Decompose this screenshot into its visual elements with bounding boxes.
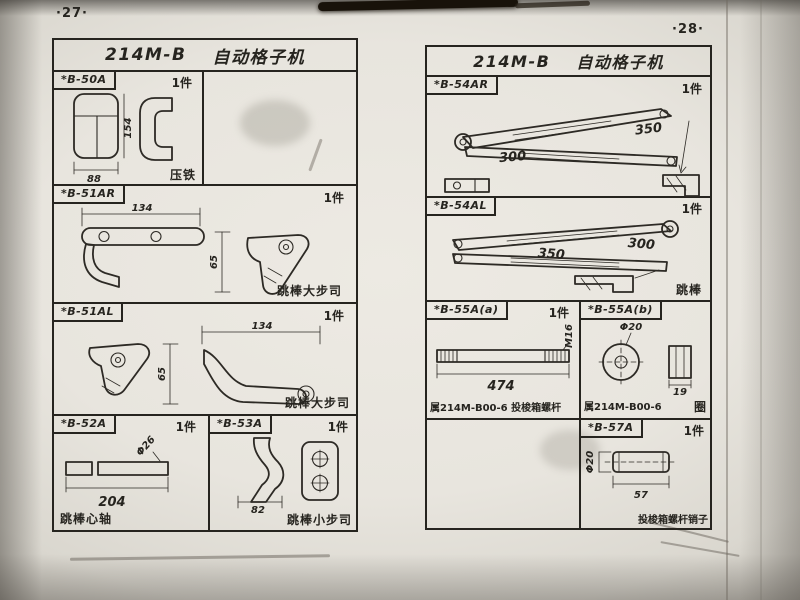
caption-b50a: 压铁 [169,168,196,182]
row-b50a: *B-50A 1件 88 154 压铁 [54,72,356,186]
dim-label: Φ20 [585,451,596,473]
part-number-b54al: *B-54AL [427,198,497,216]
caption-b52a: 跳棒心轴 [60,512,113,526]
qty-b53a: 1件 [327,420,348,434]
drawing-b51ar: 134 65 [81,203,310,295]
page-number-right: ·28· [672,22,704,37]
page-28-title: 214M-B 自动格子机 [427,47,710,77]
drawing-b54al: 350 300 [452,220,679,293]
dim-label: Φ26 [135,434,158,458]
cell-b57a: *B-57A 1件 Φ20 57 投梭箱螺杆销子 [581,420,710,528]
qty-b52a: 1件 [175,420,196,434]
qty-b57a: 1件 [683,424,704,438]
part-number-b55ab: *B-55A(b) [581,302,662,320]
dim-label: 350 [537,246,565,263]
part-number-b53a: *B-53A [210,416,272,434]
qty-b51al: 1件 [323,309,344,323]
page-number-left: ·27· [56,6,88,21]
cell-b52a: *B-52A 1件 204 Φ26 跳棒心轴 [54,416,210,530]
cell-b55aa: *B-55A(a) 1件 474 M16 [427,302,581,418]
page-28: 214M-B 自动格子机 *B-54AR 1件 300 350 [425,45,712,530]
dim-label: 82 [251,505,265,516]
caption-b54al: 跳棒 [675,283,702,297]
caption-b55ab-2: 圈 [693,400,707,414]
title-name: 自动格子机 [576,53,664,72]
part-number-b52a: *B-52A [54,416,116,434]
part-number-b57a: *B-57A [581,420,643,438]
qty-b50a: 1件 [171,76,192,90]
title-code: 214M-B [473,51,551,71]
dim-label: M16 [564,324,575,348]
row-b54al: *B-54AL 1件 350 300 跳棒 [427,198,710,302]
drawing-b50a: 88 154 [73,93,173,185]
caption-b55aa: 属214M-B00-6 投梭箱螺杆 [430,403,562,414]
scan-shadow-bottom [0,554,800,600]
dim-label: 350 [634,120,663,138]
drawing-b55ab: Φ20 19 [598,322,692,398]
qty-b54ar: 1件 [681,82,702,96]
caption-b53a: 跳棒小步司 [286,513,352,527]
part-number-b54ar: *B-54AR [427,77,498,95]
dim-label: 19 [673,387,687,398]
row-b51ar: *B-51AR 1件 134 65 跳棒大步司 [54,186,356,304]
cell-b53a: *B-53A 1件 82 跳棒小步司 [210,416,356,530]
dim-label: 134 [132,203,153,214]
bleed-spot [240,100,310,146]
caption-b51al: 跳棒大步司 [284,396,350,410]
row-b52a-b53a: *B-52A 1件 204 Φ26 跳棒心轴 *B-53A 1件 [54,416,356,530]
scan-shadow-right [740,0,800,600]
dim-label: Φ20 [620,322,642,333]
qty-b51ar: 1件 [323,191,344,205]
dim-label: 300 [499,149,527,166]
qty-b55aa: 1件 [548,306,569,320]
drawing-b57a: Φ20 57 [585,451,678,501]
caption-b55ab: 属214M-B00-6 [584,402,662,413]
page-27-title: 214M-B 自动格子机 [54,40,356,72]
page-edge-line [760,0,762,600]
row-b51al: *B-51AL 1件 65 134 跳棒大步司 [54,304,356,416]
dim-label: 88 [87,174,101,185]
caption-b51ar: 跳棒大步司 [276,284,342,298]
part-number-b51al: *B-51AL [54,304,124,322]
binding-shadow-left [0,0,42,600]
dim-label: 204 [98,495,125,510]
drawing-b53a: 82 [237,437,339,516]
dim-label: 134 [252,321,273,332]
drawing-b51al: 65 134 [88,321,321,405]
caption-b57a: 投梭箱螺杆销子 [638,515,708,526]
dim-label: 65 [157,367,168,381]
part-number-b50a: *B-50A [54,72,116,90]
row-b57a: *B-57A 1件 Φ20 57 投梭箱螺杆销子 [427,420,710,528]
cell-empty [427,420,581,528]
row-b55a: *B-55A(a) 1件 474 M16 [427,302,710,420]
paper-crease [308,138,323,172]
row-b54ar: *B-54AR 1件 300 350 [427,77,710,198]
dim-label: 300 [627,236,655,253]
title-code: 214M-B [105,45,187,65]
part-number-b51ar: *B-51AR [54,186,125,204]
cell-empty [204,72,356,184]
part-number-b55aa: *B-55A(a) [427,302,508,320]
dim-label: 65 [209,255,220,269]
drawing-b52a: 204 Φ26 [65,434,169,510]
dim-label: 154 [123,118,134,139]
drawing-b54ar: 300 350 [444,108,700,197]
cell-b55ab: *B-55A(b) Φ20 19 属214M-B00-6 圈 [581,302,710,418]
page-27: 214M-B 自动格子机 *B-50A 1件 88 154 压铁 [52,38,358,532]
qty-b54al: 1件 [681,202,702,216]
page-fold-line [726,0,728,600]
cell-b50a: *B-50A 1件 88 154 压铁 [54,72,204,185]
dim-label: 474 [486,379,514,394]
title-name: 自动格子机 [212,47,305,68]
drawing-b55aa: 474 M16 [436,324,575,394]
dim-label: 57 [634,490,648,501]
